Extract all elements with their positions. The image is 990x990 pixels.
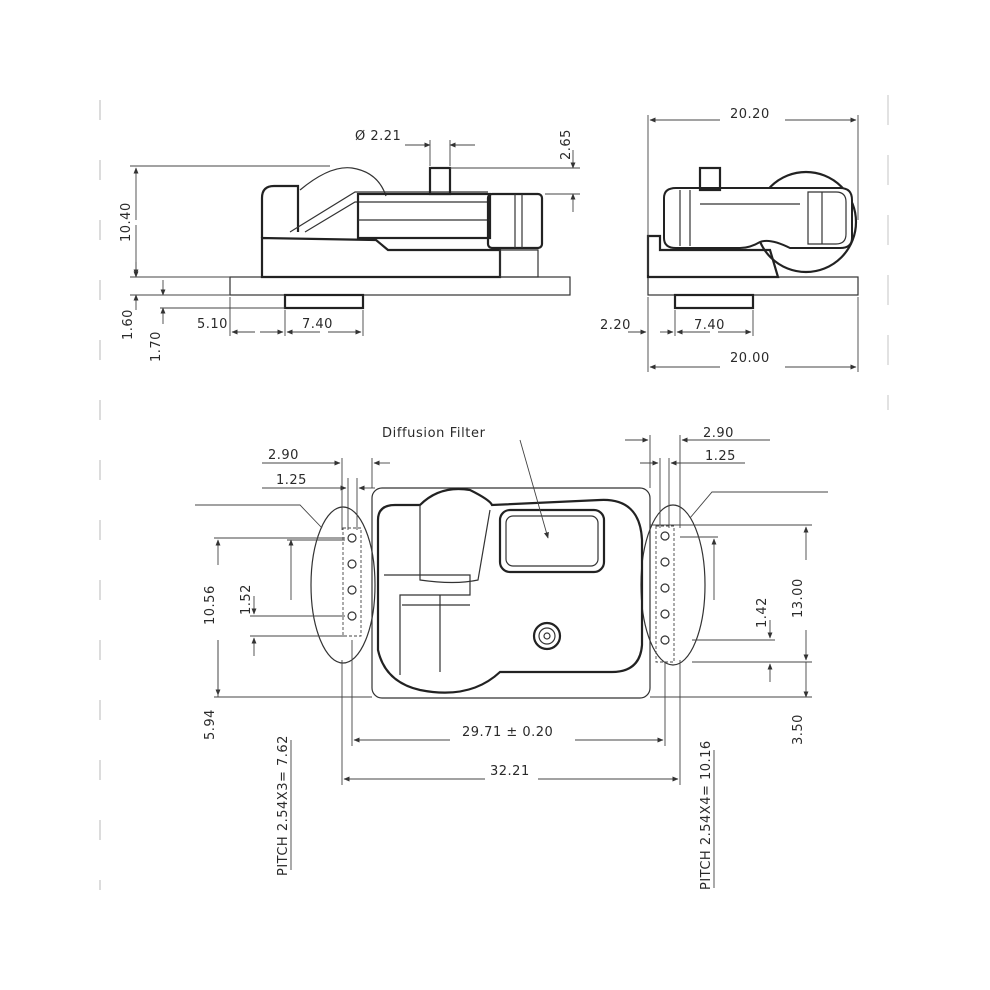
dim-diameter: Ø 2.21 <box>355 129 401 144</box>
pin-hole <box>347 533 357 543</box>
top-view: Diffusion Filter 2.90 1.25 10.56 1.52 5.… <box>195 426 828 890</box>
side-main-body <box>260 236 502 279</box>
pin-hole <box>347 585 357 595</box>
pin-hole <box>660 609 670 619</box>
pin-hole <box>660 531 670 541</box>
dim-base-width: 20.00 <box>730 351 770 366</box>
dim-inner-length: 29.71 ± 0.20 <box>462 725 553 740</box>
left-pin-holes <box>342 527 362 637</box>
dim-outer-length: 32.21 <box>490 764 530 779</box>
dim-base-thickness: 1.60 <box>121 309 136 340</box>
pin-hole <box>347 611 357 621</box>
end-base-plate <box>647 276 859 296</box>
end-top-bar <box>663 187 853 249</box>
side-pin <box>428 166 452 196</box>
dim-right-spacing: 1.42 <box>755 597 770 628</box>
dim-left-pin-dia: 1.25 <box>276 473 307 488</box>
left-pad-oval <box>310 506 376 664</box>
dim-right-span: 13.00 <box>791 578 806 618</box>
end-bottom-window <box>673 293 755 310</box>
dim-pin-height: 2.65 <box>559 129 574 160</box>
dim-end-offset: 2.20 <box>600 318 631 333</box>
pin-hole <box>660 557 670 567</box>
dim-left-pad-width: 2.90 <box>268 448 299 463</box>
dim-offset: 5.10 <box>197 317 228 332</box>
side-view: Ø 2.21 2.65 10.40 1.60 1.70 5.10 7.40 <box>119 129 580 362</box>
diffusion-filter-window <box>498 508 606 574</box>
dim-left-spacing: 1.52 <box>239 584 254 615</box>
dim-end-window-width: 7.40 <box>694 318 725 333</box>
dim-right-pitch: PITCH 2.54X4= 10.16 <box>699 740 714 890</box>
sensor-housing <box>376 487 644 694</box>
pin-hole <box>660 583 670 593</box>
diffusion-filter-label: Diffusion Filter <box>382 426 486 441</box>
lens <box>532 621 562 651</box>
side-cylinder-housing <box>260 184 300 238</box>
dim-left-row-span: 10.56 <box>203 585 218 625</box>
dim-window-width: 7.40 <box>302 317 333 332</box>
side-bottom-window <box>283 293 365 310</box>
dim-total-height: 10.40 <box>119 202 134 242</box>
right-pin-holes <box>655 525 675 663</box>
pin-hole <box>347 559 357 569</box>
dim-right-pin-dia: 1.25 <box>705 449 736 464</box>
end-view: 20.20 2.20 7.40 20.00 <box>600 107 859 372</box>
dim-window-height: 1.70 <box>149 331 164 362</box>
dim-left-offset: 5.94 <box>203 709 218 740</box>
dim-top-width: 20.20 <box>730 107 770 122</box>
pin-hole <box>660 635 670 645</box>
end-pin <box>698 166 722 192</box>
dim-right-offset: 3.50 <box>791 714 806 745</box>
dim-right-pad-width: 2.90 <box>703 426 734 441</box>
dim-left-pitch: PITCH 2.54X3= 7.62 <box>276 735 291 876</box>
side-base-plate <box>229 276 571 296</box>
top-board-outline <box>371 487 651 699</box>
